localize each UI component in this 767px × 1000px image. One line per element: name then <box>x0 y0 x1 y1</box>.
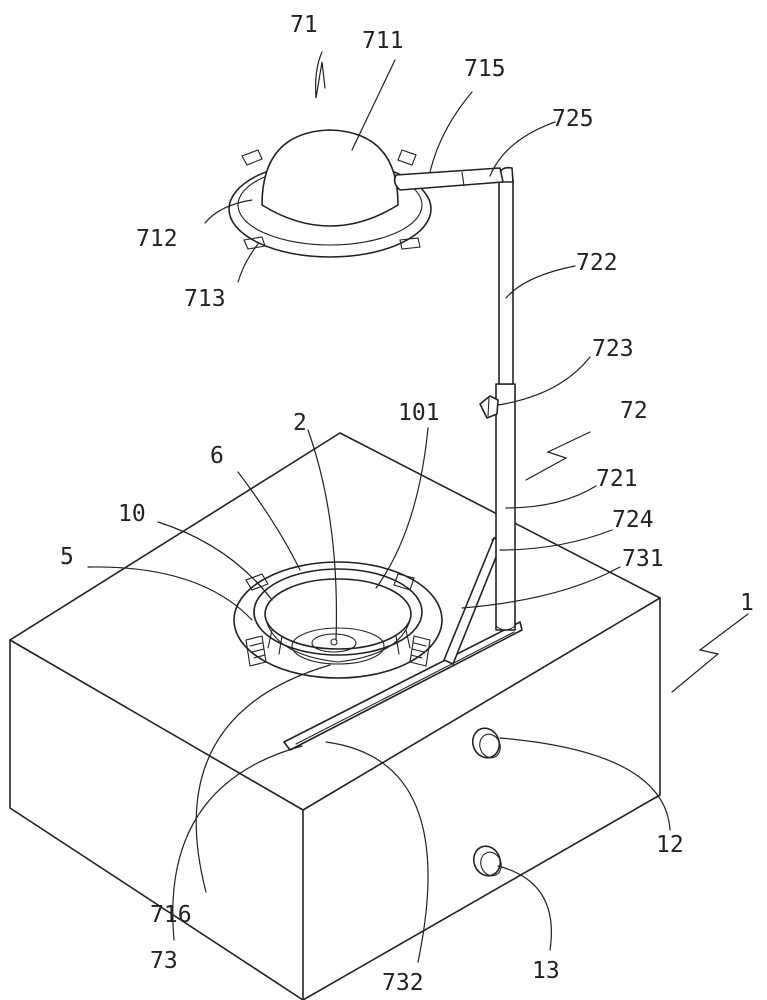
lamp-head <box>228 129 504 258</box>
basin-rim <box>253 568 423 656</box>
label-723: 723 <box>592 336 634 362</box>
upper-tube <box>498 179 514 385</box>
label-6: 6 <box>210 443 224 469</box>
label-10: 10 <box>118 501 146 527</box>
label-712: 712 <box>136 226 178 252</box>
basin-inner-rim <box>264 578 412 650</box>
basin-bottom <box>291 627 385 665</box>
label-2: 2 <box>293 410 307 436</box>
label-101: 101 <box>398 400 440 426</box>
outlet-fitting-13 <box>472 845 502 877</box>
label-13: 13 <box>532 958 560 984</box>
label-713: 713 <box>184 286 226 312</box>
label-711: 711 <box>362 28 404 54</box>
label-715: 715 <box>464 56 506 82</box>
outer-ring <box>233 561 443 679</box>
label-72: 72 <box>620 398 648 424</box>
label-724: 724 <box>612 507 654 533</box>
lower-tube <box>495 383 516 631</box>
labels: 71 711 715 725 712 713 722 723 72 2 101 … <box>60 12 754 996</box>
base-box <box>9 432 661 1000</box>
label-73: 73 <box>150 948 178 974</box>
outlet-fitting-12 <box>471 727 501 759</box>
label-722: 722 <box>576 250 618 276</box>
basin-assembly <box>233 561 443 679</box>
label-721: 721 <box>596 466 638 492</box>
center-drain <box>311 633 357 653</box>
label-5: 5 <box>60 544 74 570</box>
label-732: 732 <box>382 970 424 996</box>
label-12: 12 <box>656 832 684 858</box>
label-716: 716 <box>150 902 192 928</box>
label-71: 71 <box>290 12 318 38</box>
label-731: 731 <box>622 546 664 572</box>
label-725: 725 <box>552 106 594 132</box>
lamp-arm <box>393 167 504 191</box>
lamp-dome <box>261 129 399 227</box>
leader-lines <box>87 51 749 963</box>
label-1: 1 <box>740 590 754 616</box>
support-pole <box>479 166 516 631</box>
slide-rail <box>283 532 523 751</box>
